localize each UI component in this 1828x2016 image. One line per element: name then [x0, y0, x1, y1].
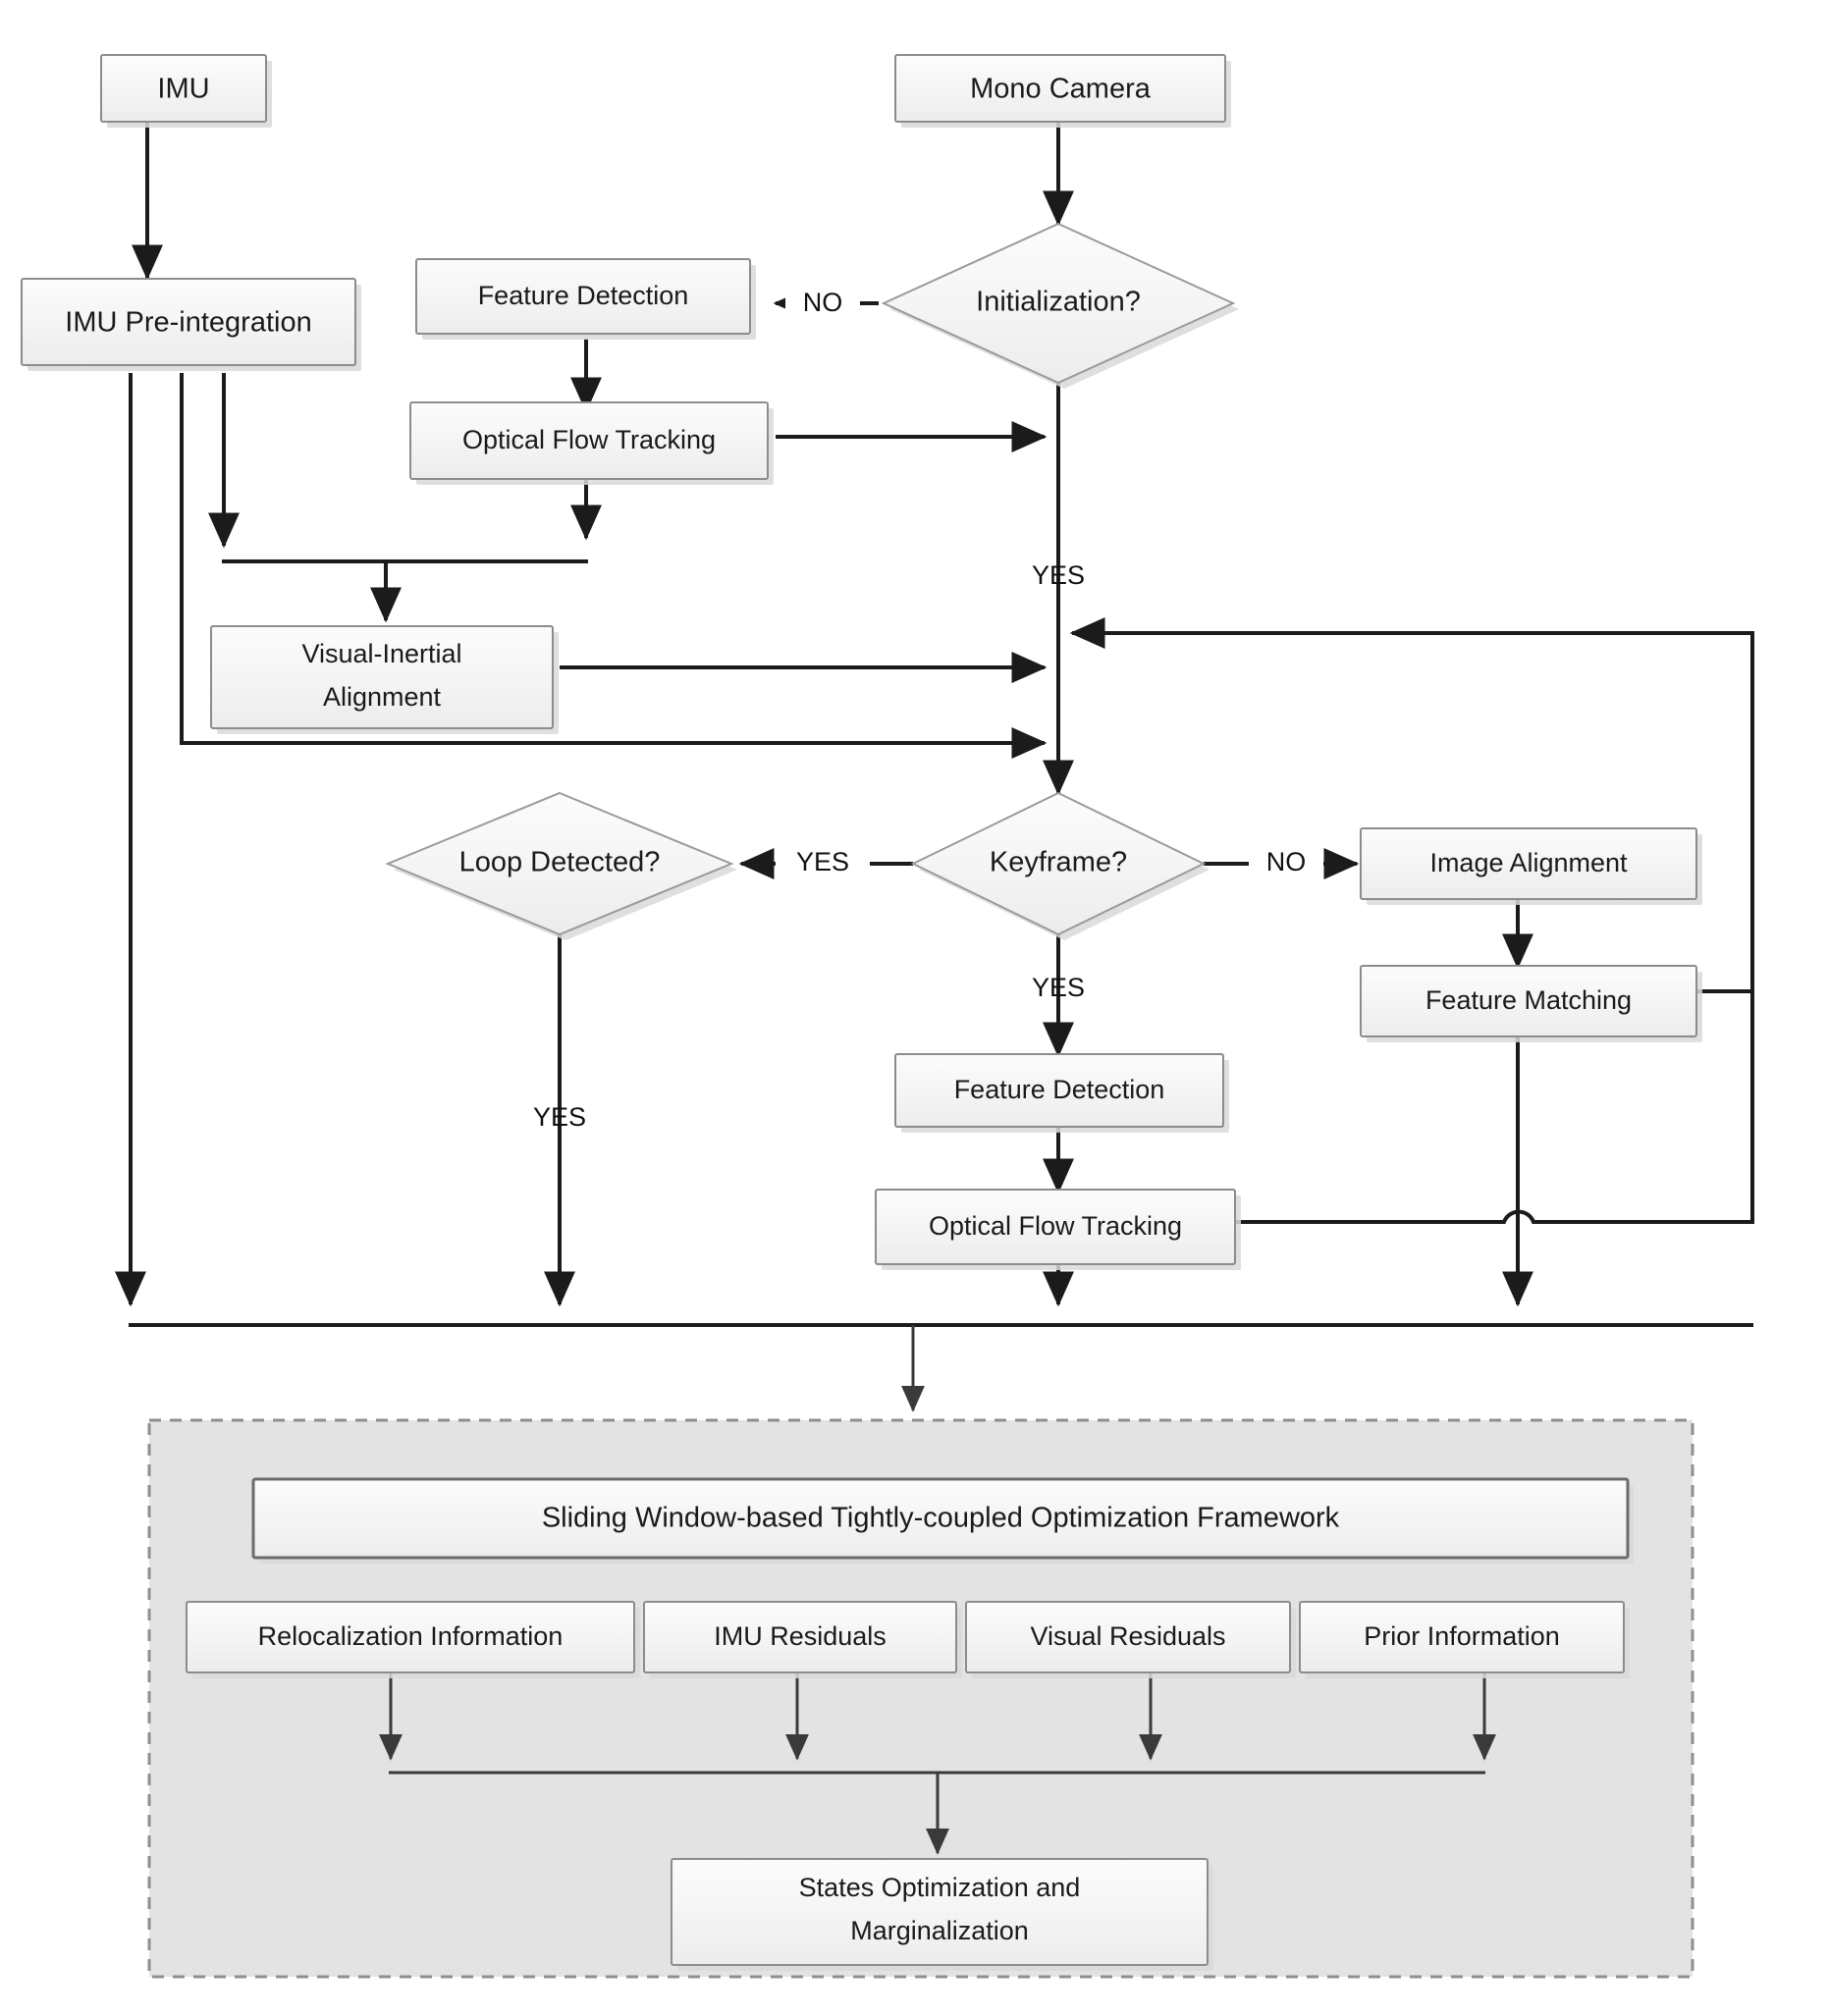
node-imu-label: IMU	[157, 74, 209, 105]
edge-label-initialization-no: NO	[803, 288, 843, 317]
node-optical-flow-top[interactable]: Optical Flow Tracking	[409, 401, 774, 485]
edge-label-keyframe-no: NO	[1266, 847, 1307, 876]
edge-featurematching-loopback	[1069, 617, 1754, 993]
node-visual-residuals-label: Visual Residuals	[1030, 1621, 1225, 1651]
node-sliding-window-label: Sliding Window-based Tightly-coupled Opt…	[542, 1503, 1340, 1534]
node-feature-detection-top-label: Feature Detection	[478, 281, 689, 310]
edge-label-initialization-yes: YES	[1032, 560, 1085, 590]
node-loop-detected[interactable]: Loop Detected?	[385, 791, 737, 940]
node-imu-preintegration[interactable]: IMU Pre-integration	[21, 278, 361, 371]
node-keyframe-label: Keyframe?	[990, 847, 1127, 878]
node-imu[interactable]: IMU	[100, 54, 272, 128]
node-visual-inertial-alignment-label-1: Visual-Inertial	[301, 639, 461, 668]
node-visual-inertial-alignment[interactable]: Visual-Inertial Alignment	[210, 625, 559, 734]
node-image-alignment-label: Image Alignment	[1429, 848, 1628, 877]
node-keyframe[interactable]: Keyframe?	[910, 791, 1210, 940]
edge-opticalflow-bottom-to-right	[1230, 991, 1754, 1224]
node-relocalization-information-label: Relocalization Information	[258, 1621, 564, 1651]
node-feature-matching[interactable]: Feature Matching	[1360, 965, 1702, 1042]
edge-label-group: NO YES YES NO YES YES	[533, 287, 1323, 1132]
node-feature-detection-top[interactable]: Feature Detection	[415, 258, 756, 340]
node-mono-camera-label: Mono Camera	[970, 74, 1152, 105]
node-states-optimization-label-2: Marginalization	[850, 1916, 1029, 1945]
node-feature-detection-bottom-label: Feature Detection	[954, 1075, 1165, 1104]
node-prior-information[interactable]: Prior Information	[1299, 1601, 1630, 1678]
node-initialization-label: Initialization?	[976, 287, 1141, 318]
node-states-optimization[interactable]: States Optimization and Marginalization	[671, 1858, 1213, 1971]
node-imu-preintegration-label: IMU Pre-integration	[65, 307, 311, 339]
node-imu-residuals[interactable]: IMU Residuals	[643, 1601, 962, 1678]
edge-label-loopdetected-yes: YES	[533, 1102, 586, 1132]
node-mono-camera[interactable]: Mono Camera	[894, 54, 1231, 128]
node-initialization[interactable]: Initialization?	[881, 222, 1239, 389]
node-feature-matching-label: Feature Matching	[1425, 985, 1632, 1015]
node-imu-residuals-label: IMU Residuals	[714, 1621, 887, 1651]
node-sliding-window[interactable]: Sliding Window-based Tightly-coupled Opt…	[251, 1477, 1634, 1564]
node-optical-flow-bottom-label: Optical Flow Tracking	[929, 1211, 1182, 1241]
node-relocalization-information[interactable]: Relocalization Information	[186, 1601, 640, 1678]
node-optical-flow-top-label: Optical Flow Tracking	[462, 425, 716, 454]
node-visual-residuals[interactable]: Visual Residuals	[965, 1601, 1296, 1678]
node-loop-detected-label: Loop Detected?	[459, 847, 661, 878]
node-feature-detection-bottom[interactable]: Feature Detection	[894, 1053, 1229, 1133]
edge-label-keyframe-yes-left: YES	[796, 847, 849, 876]
node-prior-information-label: Prior Information	[1364, 1621, 1560, 1651]
edge-label-keyframe-yes-down: YES	[1032, 973, 1085, 1002]
node-image-alignment[interactable]: Image Alignment	[1360, 827, 1702, 905]
node-optical-flow-bottom[interactable]: Optical Flow Tracking	[875, 1189, 1241, 1270]
node-states-optimization-label-1: States Optimization and	[799, 1873, 1081, 1902]
node-visual-inertial-alignment-label-2: Alignment	[323, 682, 442, 712]
edge-preintegration-to-trunk	[180, 373, 1048, 759]
